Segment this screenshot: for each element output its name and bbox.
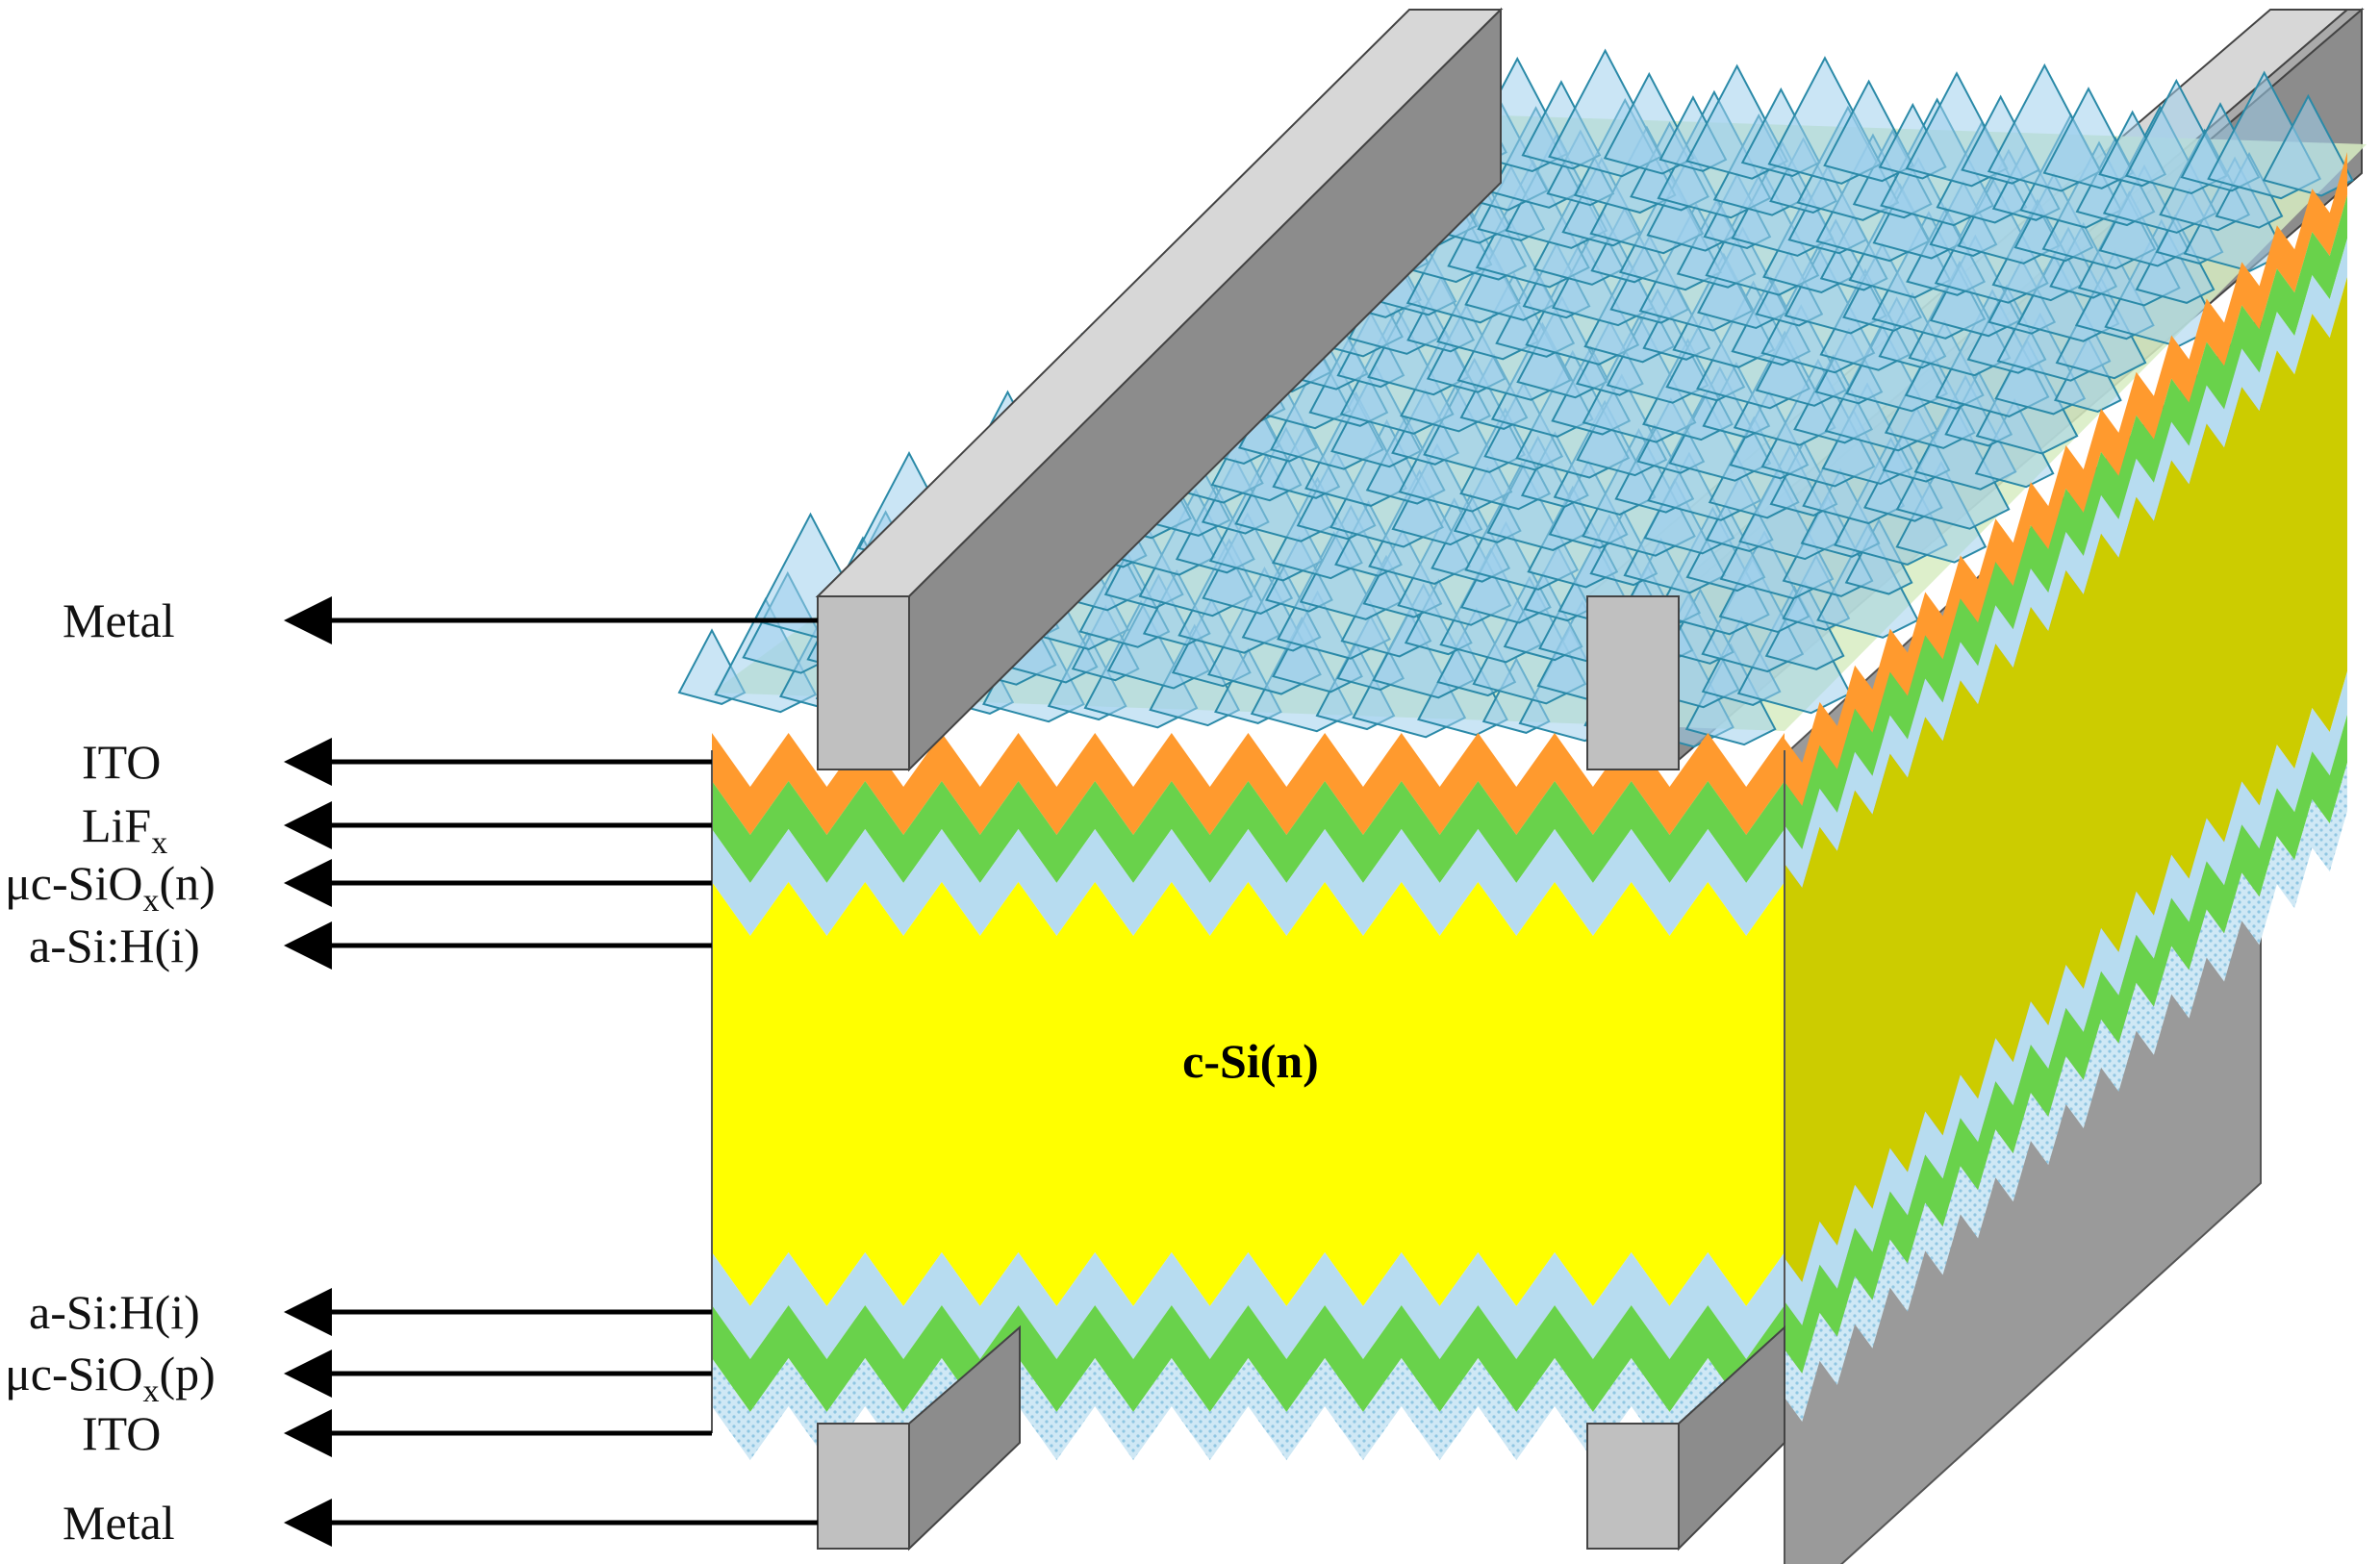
front-face — [711, 733, 1785, 1460]
layer-a-si-bottom — [712, 1252, 1785, 1359]
top-metal-finger-front — [815, 7, 1680, 772]
layer-c-si — [712, 882, 1785, 1306]
label-p-layer: μc-SiOx(p) — [5, 1347, 215, 1409]
label-arrows — [284, 596, 818, 1547]
label-bottom-asi: a-Si:H(i) — [29, 1285, 200, 1339]
layer-lif — [712, 781, 1785, 883]
label-bottom-ito: ITO — [82, 1406, 161, 1460]
pyramid — [2262, 93, 2354, 197]
label-top-ito: ITO — [82, 735, 161, 789]
bottom-metal-fingers — [817, 1324, 1785, 1551]
label-lif: LiFx — [82, 798, 167, 861]
core-label: c-Si(n) — [1182, 1034, 1319, 1088]
label-n-layer: μc-SiOx(n) — [5, 856, 215, 919]
layer-labels: Metal ITO LiFx μc-SiOx(n) a-Si:H(i) a-Si… — [5, 593, 215, 1550]
right-side-face — [1784, 152, 2347, 1564]
layer-a-si-top — [712, 829, 1785, 936]
label-top-metal: Metal — [63, 593, 175, 647]
layer-ito-top — [712, 733, 1785, 835]
label-bottom-metal: Metal — [63, 1496, 175, 1550]
label-top-asi: a-Si:H(i) — [29, 919, 200, 972]
